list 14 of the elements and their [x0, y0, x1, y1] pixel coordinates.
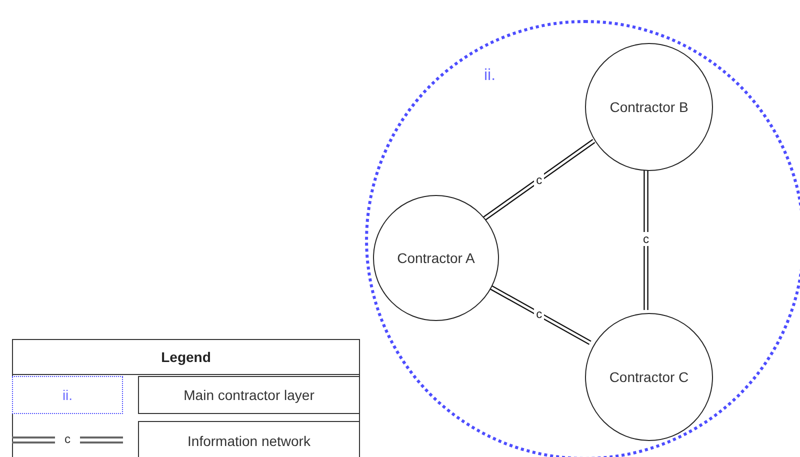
node-label: Contractor A [396, 250, 476, 266]
dotted-layer-circle [365, 20, 800, 457]
legend-sample-label: c [64, 432, 72, 446]
layer-legend-sample: ii. [12, 376, 123, 414]
node-label: Contractor C [608, 369, 690, 385]
edge-label: c [534, 307, 544, 322]
legend-title: Legend [12, 339, 360, 375]
layer-label: ii. [484, 67, 496, 85]
double-line-connector [482, 138, 596, 221]
edge-label: c [641, 232, 651, 246]
legend-text: Information network [138, 421, 360, 457]
edge-label: c [534, 172, 544, 187]
node-label: Contractor B [608, 99, 690, 115]
legend-text: Main contractor layer [138, 376, 360, 414]
